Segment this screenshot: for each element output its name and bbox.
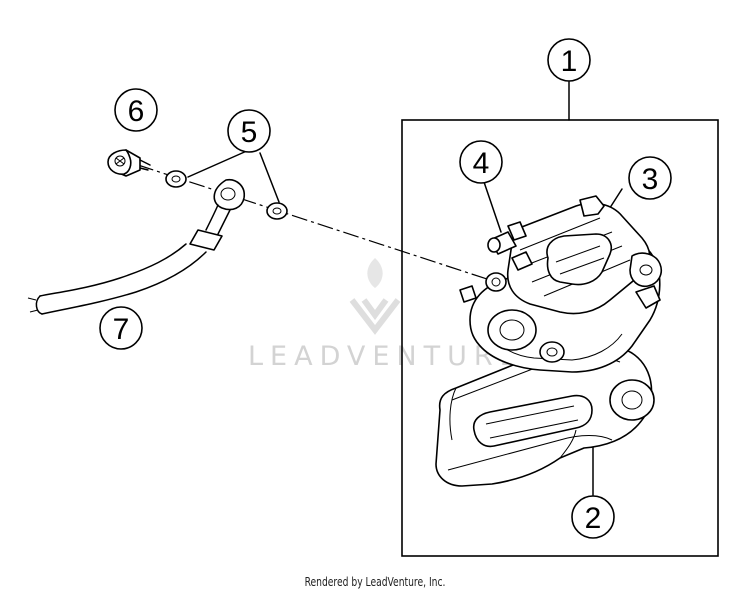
callout-2-label: 2 <box>585 502 602 535</box>
callout-4: 4 <box>459 140 503 184</box>
callout-5: 5 <box>227 109 271 153</box>
bleeder-screw <box>487 221 533 271</box>
callout-2: 2 <box>571 495 615 539</box>
washer-lower <box>266 202 288 220</box>
watermark-logo-icon <box>349 258 401 335</box>
callout-5-label: 5 <box>241 116 258 149</box>
callout-1-label: 1 <box>561 45 578 78</box>
banjo-bolt <box>107 149 151 177</box>
callout-6: 6 <box>114 88 158 132</box>
watermark: LEADVENTURE <box>248 258 524 372</box>
callout-7-label: 7 <box>113 313 130 346</box>
callout-7: 7 <box>99 306 143 350</box>
footer-credit: Rendered by LeadVenture, Inc. <box>304 575 446 589</box>
brake-caliper <box>435 195 663 487</box>
callout-4-label: 4 <box>473 147 490 180</box>
callout-1: 1 <box>547 38 591 82</box>
bolt-axis-line <box>137 164 491 281</box>
callout-6-label: 6 <box>128 95 145 128</box>
watermark-text: LEADVENTURE <box>248 341 524 372</box>
callout-3-label: 3 <box>642 163 659 196</box>
assembly-frame <box>401 119 719 557</box>
callout-3: 3 <box>628 156 672 200</box>
washer-upper <box>165 170 187 188</box>
brake-hose <box>27 178 246 315</box>
